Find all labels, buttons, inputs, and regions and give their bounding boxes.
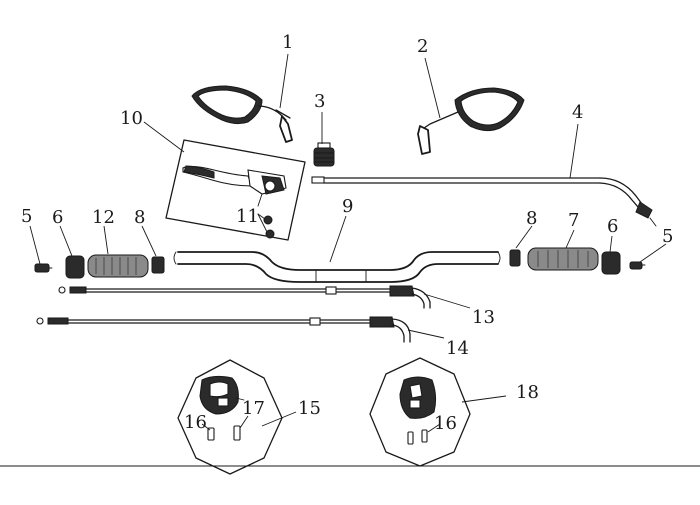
part-6-left-weight	[65, 255, 85, 279]
part-11-screws	[257, 213, 275, 239]
callout-5-left: 5	[21, 206, 33, 227]
leader-lines	[29, 53, 667, 433]
callout-1: 1	[282, 32, 294, 53]
callout-16-left: 16	[184, 412, 207, 433]
callout-6-left: 6	[52, 207, 64, 228]
callout-7: 7	[568, 210, 580, 231]
callout-8-right: 8	[526, 208, 538, 229]
callout-14: 14	[446, 338, 469, 359]
part-12-left-grip	[87, 254, 149, 278]
callout-3: 3	[314, 91, 326, 112]
part-10-lever-assembly	[165, 139, 306, 241]
callout-6-right: 6	[607, 216, 619, 237]
callout-9: 9	[342, 196, 354, 217]
callout-15: 15	[298, 398, 321, 419]
callout-5-right: 5	[662, 226, 674, 247]
callout-10: 10	[120, 108, 143, 129]
callout-4: 4	[572, 102, 584, 123]
callout-11: 11	[236, 206, 259, 227]
part-18-right-switch-group	[369, 357, 471, 467]
callout-13: 13	[472, 307, 495, 328]
callout-12: 12	[92, 207, 115, 228]
part-15-left-switch-group	[177, 359, 283, 475]
part-9-handlebar	[173, 251, 501, 283]
part-14-cable	[36, 316, 411, 343]
part-6-right-weight	[601, 251, 621, 275]
part-8-left-collar	[151, 256, 165, 274]
part-3-fitting	[313, 142, 335, 167]
callout-8-left: 8	[134, 207, 146, 228]
part-5-right-bolt	[629, 261, 646, 270]
callout-17: 17	[242, 398, 265, 419]
callout-18: 18	[516, 382, 539, 403]
part-7-right-grip	[527, 247, 599, 271]
callout-16-right: 16	[434, 413, 457, 434]
callout-2: 2	[417, 36, 429, 57]
part-2-right-mirror	[417, 87, 525, 155]
part-5-left-bolt	[34, 263, 53, 273]
part-13-cable	[58, 285, 431, 309]
part-8-right-collar	[509, 249, 521, 267]
part-1-left-mirror	[191, 85, 293, 143]
part-4-cable	[311, 176, 657, 227]
